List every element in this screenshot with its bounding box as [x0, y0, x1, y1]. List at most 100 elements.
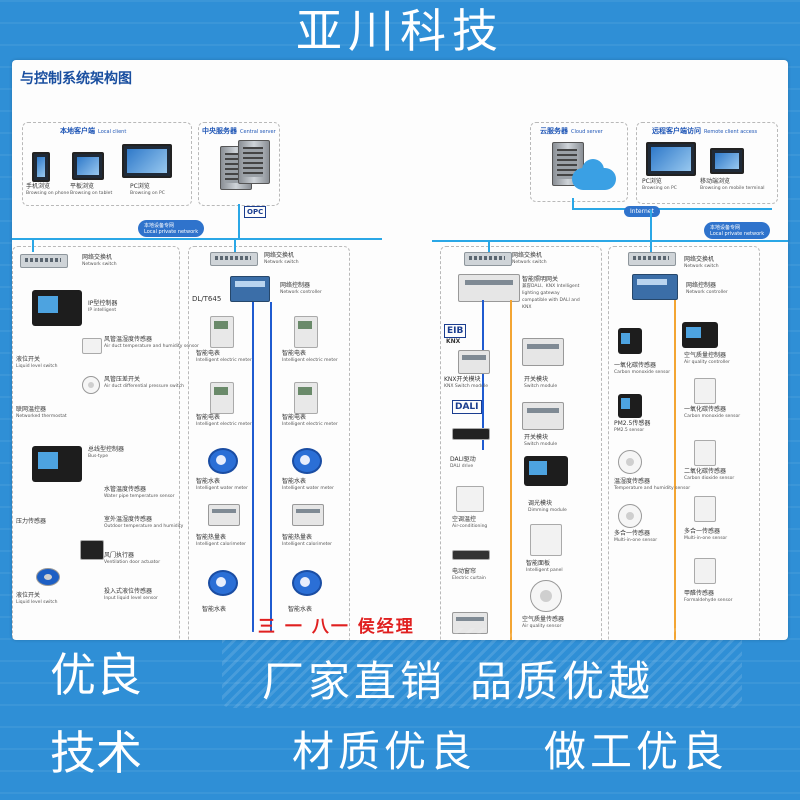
drop-line-col4	[650, 240, 652, 252]
knx-module-icon	[458, 350, 490, 374]
bus-controller-icon	[32, 446, 82, 482]
elec-meter-b-icon	[294, 316, 318, 348]
contact-stamp: 三 一 八一 侯经理	[258, 617, 415, 637]
phone-icon	[32, 152, 50, 182]
damper-actuator-icon	[80, 540, 104, 560]
slogan-material: 材质优良	[292, 727, 477, 776]
curtain-icon	[452, 550, 490, 560]
water-meter-a-icon	[208, 448, 238, 474]
remote-pc-icon	[646, 142, 696, 176]
diff-pressure-icon	[82, 376, 100, 394]
temp-hum-icon	[618, 450, 642, 474]
col3-blue-bus	[482, 300, 484, 450]
decorative-band	[222, 628, 742, 708]
slogan-left-bottom: 技术	[50, 726, 142, 780]
drop-line-col2	[234, 238, 236, 252]
lighting-gateway-icon	[458, 274, 520, 302]
server-drop-line	[238, 204, 240, 238]
elec-meter-a-icon	[210, 316, 234, 348]
remote-tablet-icon	[710, 148, 744, 174]
col4-controller-icon	[632, 274, 678, 300]
water-meter-d-label: 智能水表	[288, 606, 313, 613]
ac-thermostat-icon	[456, 486, 484, 512]
pm25-icon	[618, 394, 642, 418]
elec-meter-c-icon	[210, 382, 234, 414]
drop-line-col3	[488, 240, 490, 252]
col1-network-switch-icon	[20, 254, 68, 268]
multi-a-icon	[618, 504, 642, 528]
level-switch-icon	[36, 568, 60, 586]
dali-logo: DALI	[452, 400, 482, 414]
tablet-icon	[72, 152, 104, 180]
air-quality-sensor-icon	[530, 580, 562, 612]
co-sensor-b-icon	[694, 378, 716, 404]
switch-module-a-icon	[522, 338, 564, 366]
col2-bus-line-a	[252, 302, 254, 632]
cloud-icon	[572, 159, 616, 190]
column-4-box	[608, 246, 760, 640]
switch-module-b-icon	[522, 402, 564, 430]
col3-orange-bus	[510, 300, 512, 640]
drop-line-col1	[32, 238, 34, 252]
water-meter-b-icon	[292, 448, 322, 474]
water-meter-d-icon	[292, 570, 322, 596]
internet-line	[572, 208, 772, 210]
duct-temp-sensor-icon	[82, 338, 102, 354]
central-server-icon-2	[238, 140, 270, 184]
slogan-workmanship: 做工优良	[544, 727, 729, 776]
formaldehyde-icon	[694, 558, 716, 584]
column-1-box	[12, 246, 180, 640]
lighting-gateway-label: 智能照明网关兼容DALI、KNX Intelligent lighting ga…	[522, 276, 580, 310]
banner-title: 亚川科技	[296, 4, 504, 58]
co2-sensor-icon	[694, 440, 716, 466]
ip-controller-icon	[32, 290, 82, 326]
opc-logo: OPC	[244, 206, 267, 218]
pc-monitor-icon	[122, 144, 172, 178]
col3-network-switch-icon	[464, 252, 512, 266]
dlt645-label: DL/T645	[192, 295, 222, 303]
internet-drop-line	[650, 210, 652, 240]
col2-network-switch-icon	[210, 252, 258, 266]
col2-controller-icon	[230, 276, 270, 302]
pressure-sensor-label: 压力传感器	[16, 518, 47, 525]
heat-meter-b-icon	[292, 504, 324, 526]
heat-meter-a-icon	[208, 504, 240, 526]
